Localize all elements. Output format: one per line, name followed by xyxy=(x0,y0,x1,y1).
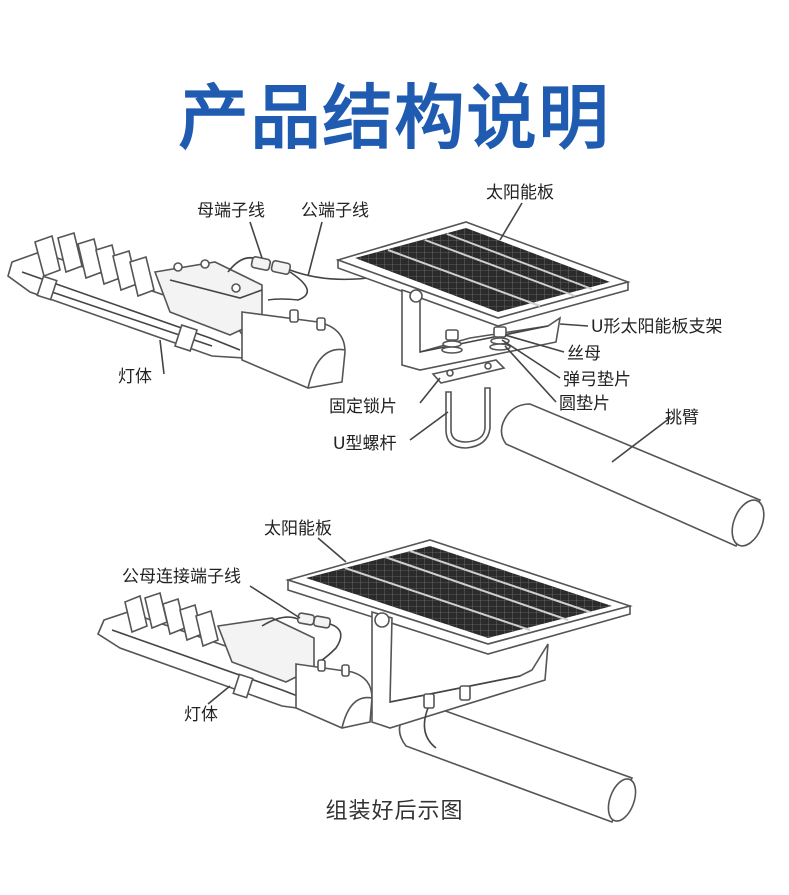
solar-panel-exploded xyxy=(335,221,631,327)
label-u-bracket: U形太阳能板支架 xyxy=(591,317,723,337)
label-male-connector: 公端子线 xyxy=(301,201,369,221)
label-solar-panel-exploded: 太阳能板 xyxy=(486,183,554,203)
assembled-caption: 组装好后示图 xyxy=(325,799,464,824)
solar-panel-assembled xyxy=(285,539,633,655)
lamp-body-assembled xyxy=(96,591,373,729)
arm-tube-exploded xyxy=(500,403,765,548)
u-bracket-assembled xyxy=(371,610,549,749)
u-bolt-exploded xyxy=(445,387,491,449)
page-title: 产品结构说明 xyxy=(178,77,611,159)
label-lamp-body-assembled: 灯体 xyxy=(184,705,218,725)
label-connector-cable: 公母连接端子线 xyxy=(122,567,241,587)
label-spring-washer: 弹弓垫片 xyxy=(563,370,631,390)
connector-cable-assembled xyxy=(261,612,342,661)
leader-lines-assembled xyxy=(207,537,347,705)
label-solar-panel-assembled: 太阳能板 xyxy=(264,519,332,539)
label-arm: 挑臂 xyxy=(665,408,699,428)
label-nut: 丝母 xyxy=(567,344,601,364)
u-bracket-exploded xyxy=(401,288,562,371)
label-female-connector: 母端子线 xyxy=(197,201,265,221)
label-lamp-body-exploded: 灯体 xyxy=(118,367,152,387)
label-flat-washer: 圆垫片 xyxy=(559,394,610,414)
leader-lines-exploded xyxy=(159,202,671,463)
label-u-bolt: U型螺杆 xyxy=(333,434,397,454)
lamp-body-exploded xyxy=(7,231,346,389)
label-fixing-plate: 固定锁片 xyxy=(329,397,397,417)
